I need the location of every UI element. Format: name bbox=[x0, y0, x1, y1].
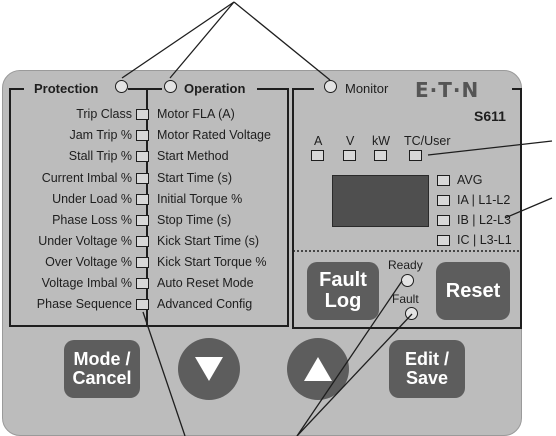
down-arrow-button[interactable] bbox=[178, 338, 240, 400]
operation-header: Operation bbox=[181, 82, 249, 96]
operation-item: Start Method bbox=[157, 149, 229, 163]
mode-cancel-label-1: Mode / bbox=[73, 349, 131, 370]
phase-label-ia: IA | L1-L2 bbox=[457, 193, 511, 207]
operation-item: Stop Time (s) bbox=[157, 213, 232, 227]
fault-log-label-2: Log bbox=[324, 290, 362, 312]
fault-log-label-1: Fault bbox=[319, 269, 367, 291]
edit-save-button[interactable]: Edit / Save bbox=[389, 340, 465, 398]
parameter-led-8 bbox=[136, 257, 149, 268]
ready-led bbox=[401, 274, 414, 287]
phase-led-ib bbox=[437, 215, 450, 226]
fault-label: Fault bbox=[392, 292, 419, 306]
fault-led bbox=[405, 307, 418, 320]
edit-save-label-2: Save bbox=[405, 368, 449, 388]
protection-item: Stall Trip % bbox=[68, 149, 132, 163]
parameter-led-7 bbox=[136, 236, 149, 247]
protection-item: Under Load % bbox=[52, 192, 132, 206]
protection-led bbox=[115, 80, 128, 93]
unit-led-tc-user bbox=[409, 150, 422, 161]
callout-operation-led bbox=[169, 1, 235, 79]
phase-led-ic bbox=[437, 235, 450, 246]
protection-item: Phase Loss % bbox=[52, 213, 132, 227]
protection-item: Voltage Imbal % bbox=[41, 276, 132, 290]
operation-item: Start Time (s) bbox=[157, 171, 233, 185]
parameter-led-2 bbox=[136, 130, 149, 141]
parameter-led-4 bbox=[136, 173, 149, 184]
monitor-header: Monitor bbox=[342, 82, 392, 96]
protection-item: Over Voltage % bbox=[45, 255, 132, 269]
model-number: S611 bbox=[474, 108, 506, 124]
phase-label-avg: AVG bbox=[457, 173, 483, 187]
eaton-logo: E·T·N bbox=[412, 78, 483, 102]
protection-item: Jam Trip % bbox=[69, 128, 132, 142]
unit-led-a bbox=[311, 150, 324, 161]
unit-led-kw bbox=[374, 150, 387, 161]
mode-cancel-button[interactable]: Mode / Cancel bbox=[64, 340, 140, 398]
monitor-led bbox=[324, 80, 337, 93]
protection-item: Phase Sequence bbox=[36, 297, 132, 311]
protection-header: Protection bbox=[31, 82, 102, 96]
protection-item: Under Voltage % bbox=[38, 234, 132, 248]
protection-item: Trip Class bbox=[76, 107, 132, 121]
parameter-led-5 bbox=[136, 194, 149, 205]
phase-label-ic: IC | L3-L1 bbox=[457, 233, 512, 247]
operation-item: Motor FLA (A) bbox=[157, 107, 235, 121]
unit-label-a: A bbox=[314, 134, 323, 148]
unit-label-kw: kW bbox=[372, 134, 391, 148]
operation-item: Advanced Config bbox=[157, 297, 253, 311]
phase-label-ib: IB | L2-L3 bbox=[457, 213, 511, 227]
operation-item: Auto Reset Mode bbox=[157, 276, 254, 290]
operation-item: Motor Rated Voltage bbox=[157, 128, 271, 142]
unit-label-tc-user: TC/User bbox=[404, 134, 451, 148]
operation-item: Initial Torque % bbox=[157, 192, 243, 206]
ready-label: Ready bbox=[388, 258, 423, 272]
parameter-led-3 bbox=[136, 151, 149, 162]
up-arrow-icon bbox=[304, 357, 332, 381]
up-arrow-button[interactable] bbox=[287, 338, 349, 400]
callout-monitor-led bbox=[233, 1, 331, 81]
down-arrow-icon bbox=[195, 357, 223, 381]
lcd-display bbox=[332, 175, 429, 227]
phase-led-ia bbox=[437, 195, 450, 206]
operation-item: Kick Start Torque % bbox=[157, 255, 267, 269]
parameter-led-9 bbox=[136, 278, 149, 289]
callout-protection-led bbox=[121, 1, 235, 79]
operation-led bbox=[164, 80, 177, 93]
mode-cancel-label-2: Cancel bbox=[72, 368, 132, 388]
parameter-led-6 bbox=[136, 215, 149, 226]
phase-led-avg bbox=[437, 175, 450, 186]
parameter-led-10 bbox=[136, 299, 149, 310]
parameter-led-1 bbox=[136, 109, 149, 120]
reset-button[interactable]: Reset bbox=[436, 262, 510, 320]
unit-label-v: V bbox=[346, 134, 355, 148]
protection-item: Current Imbal % bbox=[41, 171, 132, 185]
unit-led-v bbox=[343, 150, 356, 161]
fault-log-button[interactable]: Fault Log bbox=[307, 262, 379, 320]
operation-item: Kick Start Time (s) bbox=[157, 234, 260, 248]
edit-save-label-1: Edit / bbox=[405, 349, 449, 370]
